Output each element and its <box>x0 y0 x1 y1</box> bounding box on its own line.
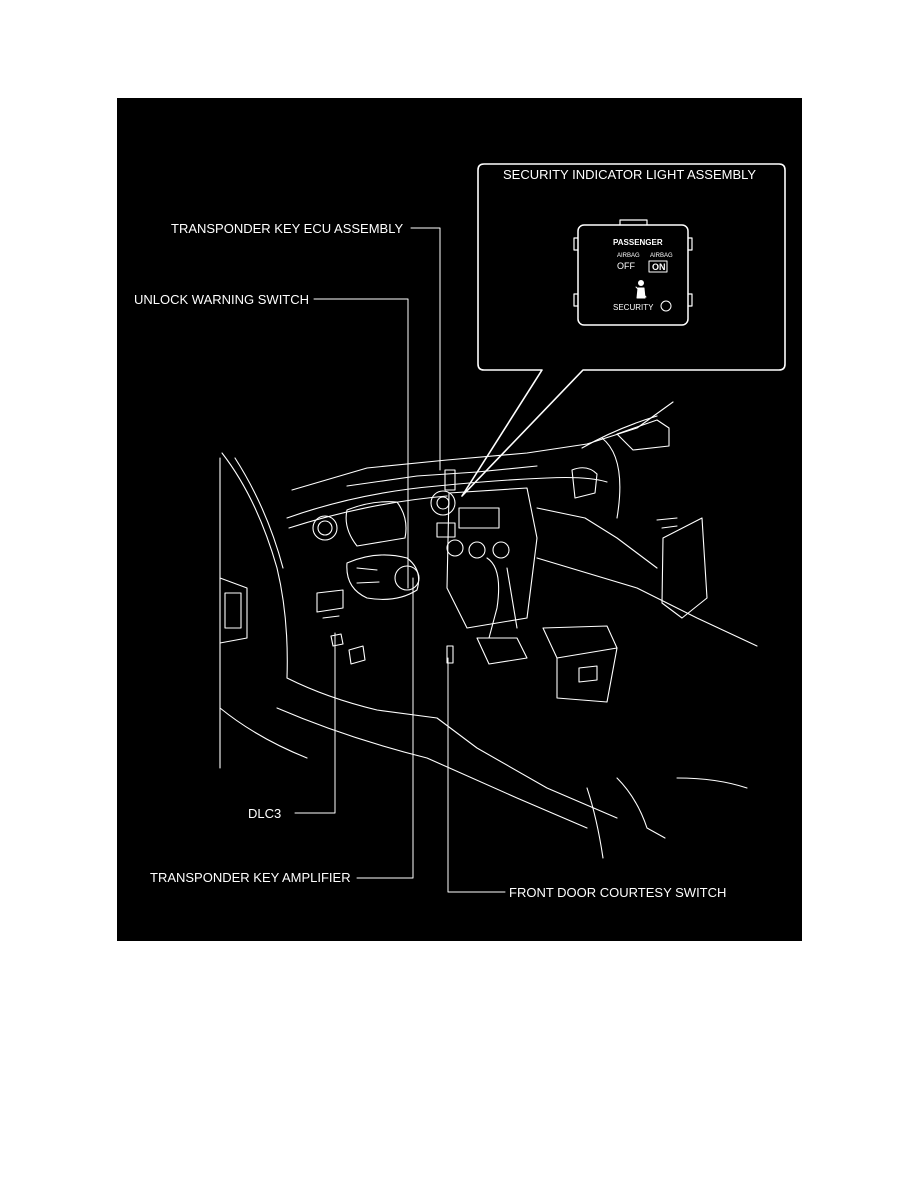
label-dlc3: DLC3 <box>248 806 282 821</box>
label-transponder-amplifier: TRANSPONDER KEY AMPLIFIER <box>150 870 351 885</box>
label-security-indicator: SECURITY INDICATOR LIGHT ASSEMBLY <box>503 167 757 182</box>
diagram-linework <box>219 163 786 893</box>
label-transponder-ecu: TRANSPONDER KEY ECU ASSEMBLY <box>171 221 404 236</box>
leader-unlock-warning <box>313 298 409 589</box>
label-front-door-courtesy: FRONT DOOR COURTESY SWITCH <box>509 885 727 900</box>
leader-lines <box>294 227 506 893</box>
panel-airbag-left-text: AIRBAG <box>617 253 640 259</box>
label-unlock-warning: UNLOCK WARNING SWITCH <box>134 292 310 307</box>
panel-passenger-text: PASSENGER <box>613 238 663 247</box>
vehicle-interior-diagram: SECURITY INDICATOR LIGHT ASSEMBLY TRANSP… <box>117 98 802 941</box>
leader-transponder-ecu <box>410 227 441 471</box>
panel-airbag-right-text: AIRBAG <box>650 253 673 259</box>
leader-front-door-courtesy <box>447 657 506 893</box>
callout-box <box>461 163 786 497</box>
panel-off-text: OFF <box>617 261 635 271</box>
panel-on-text: ON <box>652 262 666 272</box>
indicator-light-assembly <box>573 219 693 326</box>
seatbelt-person-icon <box>635 280 647 299</box>
leader-dlc3 <box>294 632 336 814</box>
panel-security-text: SECURITY <box>613 303 654 312</box>
vehicle-interior-lineart <box>219 401 758 859</box>
leader-transponder-amplifier <box>356 577 414 879</box>
